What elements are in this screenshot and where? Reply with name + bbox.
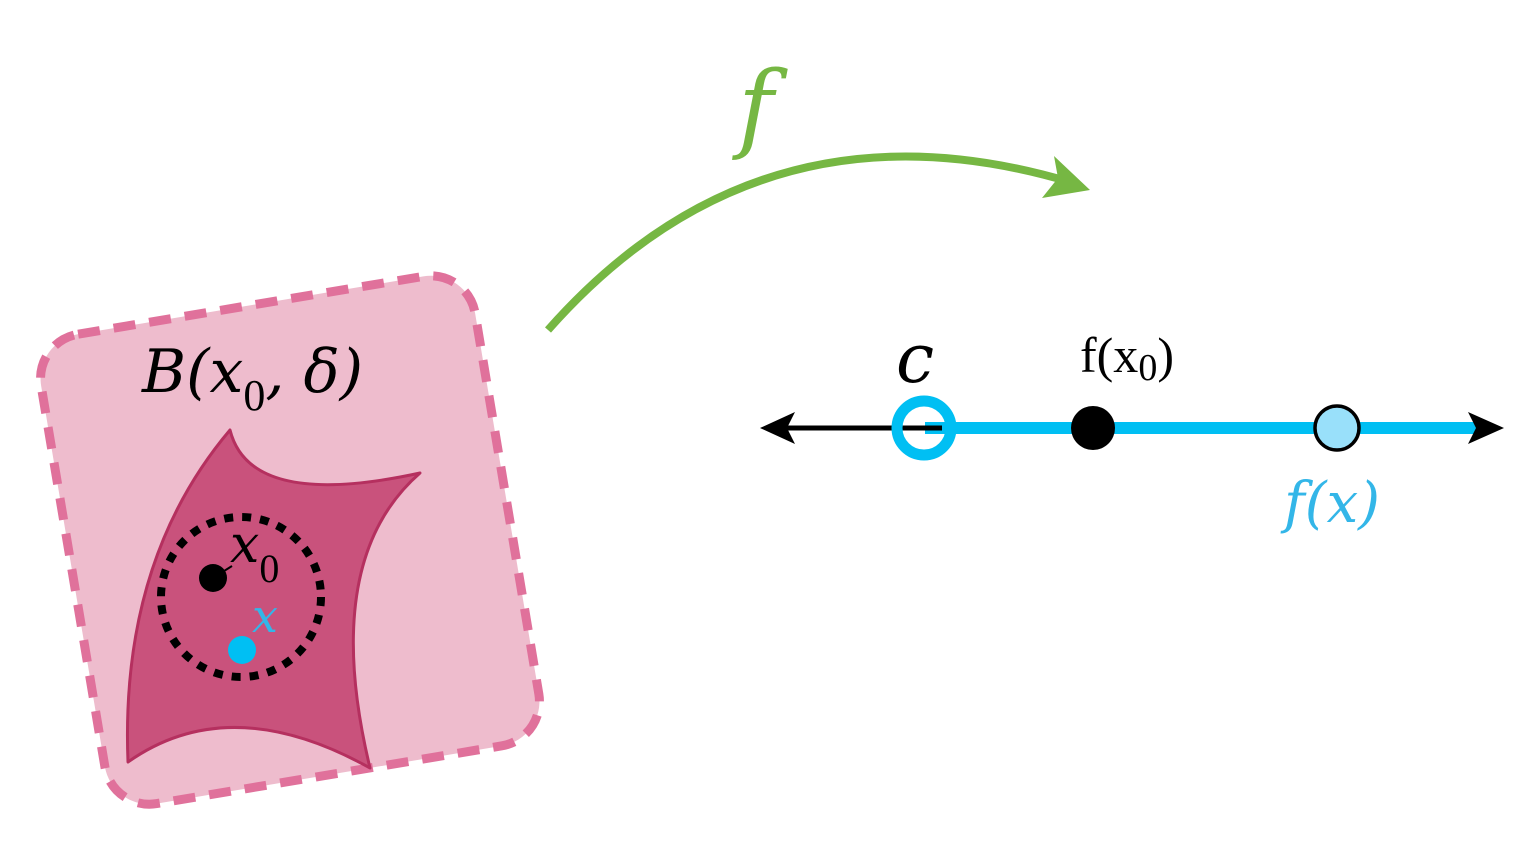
left-arrowhead-icon xyxy=(760,412,795,444)
fx-label: f(x) xyxy=(1280,471,1380,536)
right-arrowhead-icon xyxy=(1468,412,1504,444)
point-fx0 xyxy=(1071,406,1115,450)
map-arrow xyxy=(545,152,1072,333)
fx0-label: f(x0) xyxy=(1080,327,1174,389)
x-label: x xyxy=(252,589,278,643)
point-x xyxy=(228,636,256,664)
point-c-open xyxy=(891,395,957,461)
map-label: f xyxy=(732,51,788,163)
map-arrowhead-icon xyxy=(1042,156,1090,198)
neighborhood-circle xyxy=(157,513,325,681)
preimage-region xyxy=(125,428,422,770)
point-fx xyxy=(1313,404,1361,452)
x0-pointer xyxy=(212,565,233,579)
c-label: c xyxy=(896,320,934,399)
ball-label: B(x0, δ) xyxy=(141,337,363,420)
x0-label: x0 xyxy=(230,515,279,591)
